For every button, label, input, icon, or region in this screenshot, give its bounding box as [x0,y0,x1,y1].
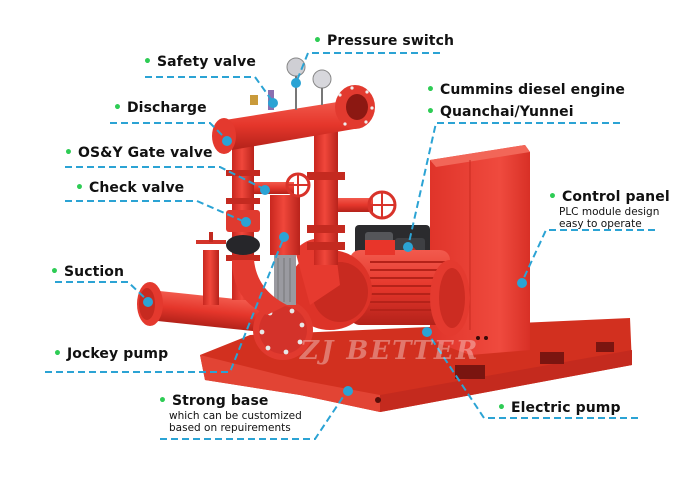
label-osy-gate-valve: •OS&Y Gate valve [64,145,213,161]
leader-lines [45,52,655,440]
label-pressure-switch: •Pressure switch [313,33,455,49]
gauges [250,57,332,110]
bullet-icon: • [313,33,322,49]
discharge-header [212,85,375,154]
label-safety-valve: •Safety valve [143,54,256,70]
bullet-icon: • [548,189,557,205]
label-suction: •Suction [50,264,125,280]
bullet-icon: • [50,264,59,280]
bullet-icon: • [64,145,73,161]
bullet-icon: • [158,393,167,409]
strong-base-sub1: which can be customized [169,410,302,422]
bullet-icon: • [426,104,435,120]
label-check-valve: •Check valve [75,180,185,196]
jockey-pump-assembly [196,195,300,305]
label-control-panel: •Control panel PLC module design easy to… [548,189,670,230]
bullet-icon: • [53,346,62,362]
electric-motor [350,240,470,336]
bullet-icon: • [143,54,152,70]
label-jockey-pump: •Jockey pump [53,346,169,362]
bullet-icon: • [497,400,506,416]
label-strong-base: •Strong base which can be customized bas… [158,393,302,434]
control-panel-sub2: easy to operate [559,218,642,230]
control-panel-sub1: PLC module design [559,206,660,218]
left-riser [226,130,287,315]
bullet-icon: • [75,180,84,196]
pointer-dots [143,78,527,396]
label-diesel-engine: •Cummins diesel engine •Quanchai/Yunnei [426,82,626,120]
watermark: ZJ BETTER [300,336,480,366]
bullet-icon: • [113,100,122,116]
bullet-icon: • [426,82,435,98]
strong-base-sub2: based on repuirements [169,422,291,434]
label-electric-pump: •Electric pump [497,400,621,416]
right-riser [307,130,397,265]
label-discharge: •Discharge [113,100,207,116]
